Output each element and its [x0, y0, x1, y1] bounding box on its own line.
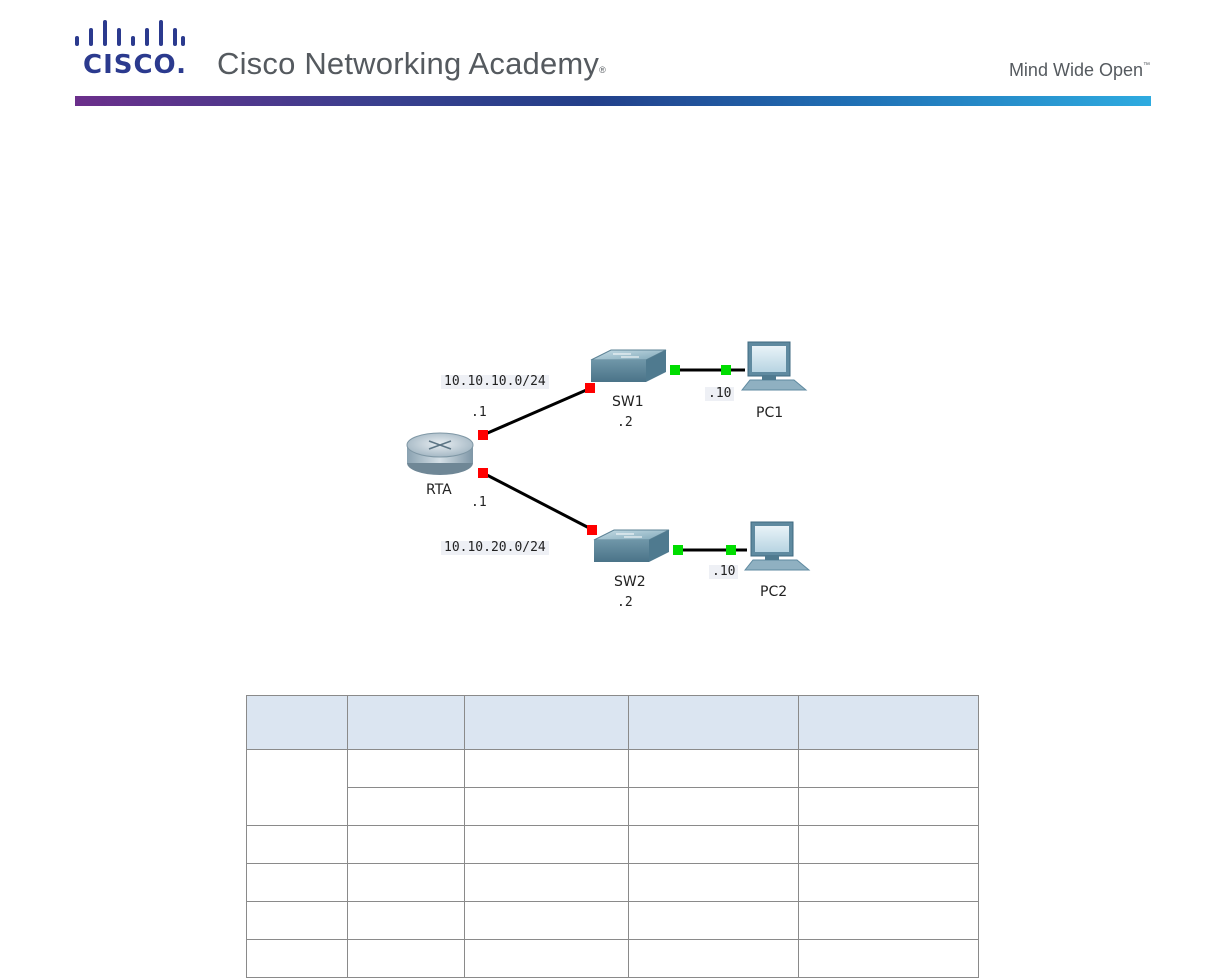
table-cell — [628, 939, 799, 978]
link-down-indicator — [478, 468, 488, 478]
network-topology-diagram: 10.10.10.0/24 10.10.20.0/24 .1 .1 RTA SW… — [395, 335, 825, 620]
table-header-cell — [246, 695, 348, 750]
table-cell — [798, 863, 979, 902]
link-rta-sw2 — [482, 471, 594, 532]
pc1-addr: .10 — [705, 387, 735, 401]
table-cell — [246, 825, 348, 864]
table-cell — [347, 825, 465, 864]
trademark-mark: ™ — [1143, 62, 1150, 69]
table-header-cell — [628, 695, 799, 750]
link-up-indicator — [721, 365, 731, 375]
network-label-net2: 10.10.20.0/24 — [441, 541, 549, 555]
table-cell — [347, 749, 465, 788]
table-cell — [628, 825, 799, 864]
pc1-name: PC1 — [756, 405, 784, 421]
table-cell — [798, 825, 979, 864]
cisco-logo-word: CISCO. — [83, 50, 187, 80]
network-label-net1: 10.10.10.0/24 — [441, 375, 549, 389]
router-name: RTA — [426, 482, 452, 498]
table-row — [246, 863, 979, 902]
link-up-indicator — [673, 545, 683, 555]
header-gradient-bar — [75, 96, 1151, 106]
table-cell — [246, 749, 348, 826]
table-cell — [464, 825, 629, 864]
table-cell — [347, 863, 465, 902]
sw2-addr: .2 — [617, 595, 633, 610]
sw2-name: SW2 — [614, 574, 646, 590]
table-cell — [464, 939, 629, 978]
table-cell — [798, 787, 979, 826]
table-cell — [464, 787, 629, 826]
table-header-cell — [464, 695, 629, 750]
link-up-indicator — [670, 365, 680, 375]
table-cell — [798, 901, 979, 940]
table-cell — [798, 749, 979, 788]
sw1-addr: .2 — [617, 415, 633, 430]
table-row — [246, 901, 979, 940]
tagline: Mind Wide Open™ — [1009, 60, 1150, 81]
table-cell — [347, 939, 465, 978]
table-cell — [628, 749, 799, 788]
table-cell — [628, 863, 799, 902]
link-status-indicators — [478, 365, 736, 555]
rta-addr-net1: .1 — [471, 405, 487, 420]
link-rta-sw1 — [482, 386, 592, 437]
link-down-indicator — [478, 430, 488, 440]
table-cell — [464, 863, 629, 902]
table-header-cell — [347, 695, 465, 750]
table-row — [246, 939, 979, 978]
table-cell — [347, 787, 465, 826]
table-cell — [798, 939, 979, 978]
registered-mark: ® — [599, 65, 606, 75]
tagline-text: Mind Wide Open — [1008, 60, 1143, 80]
table-cell — [628, 901, 799, 940]
brand-word: CISCO. — [83, 50, 187, 80]
table-cell — [464, 901, 629, 940]
pc2-name: PC2 — [760, 584, 788, 600]
pc-icon-pc2 — [743, 521, 811, 571]
table-row — [246, 749, 979, 826]
router-icon — [406, 432, 474, 475]
topology-drawing — [406, 341, 811, 571]
academy-title: Cisco Networking Academy® — [217, 44, 606, 84]
table-cell — [246, 863, 348, 902]
addressing-table — [246, 695, 979, 978]
link-down-indicator — [587, 525, 597, 535]
cisco-logo-bars-icon — [75, 20, 185, 46]
rta-addr-net2: .1 — [471, 495, 487, 510]
table-cell — [246, 901, 348, 940]
link-down-indicator — [585, 383, 595, 393]
table-header-cell — [798, 695, 979, 750]
table-header-row — [246, 695, 979, 750]
switch-icon-sw1 — [590, 349, 667, 382]
link-up-indicator — [726, 545, 736, 555]
table-cell — [464, 749, 629, 788]
switch-icon-sw2 — [593, 529, 670, 562]
table-cell — [347, 901, 465, 940]
page-header: CISCO. Cisco Networking Academy® Mind Wi… — [0, 0, 1224, 110]
sw1-name: SW1 — [612, 394, 644, 410]
table-cell — [628, 787, 799, 826]
academy-title-text: Cisco Networking Academy — [217, 46, 600, 81]
table-row — [246, 825, 979, 864]
pc-icon-pc1 — [740, 341, 808, 391]
pc2-addr: .10 — [709, 565, 739, 579]
table-cell — [246, 939, 348, 978]
table-row — [247, 787, 979, 826]
